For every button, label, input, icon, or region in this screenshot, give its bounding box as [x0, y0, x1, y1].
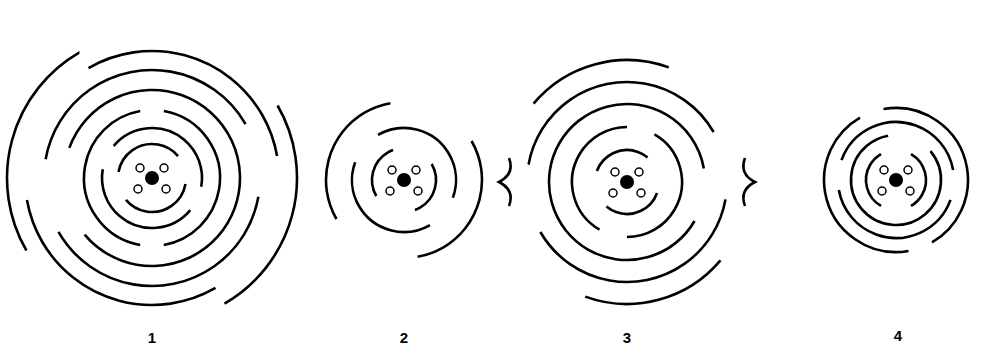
ring-arc [822, 106, 971, 255]
center-dot [620, 175, 634, 189]
small-circle [388, 166, 396, 174]
small-circle [904, 166, 912, 174]
ring-arc [297, 73, 510, 286]
ring-arc [511, 66, 743, 298]
small-circle [611, 168, 619, 176]
ring-arc [586, 141, 668, 223]
figure-number: 4 [894, 328, 902, 343]
ring-cusp [499, 158, 511, 206]
small-circle [414, 187, 422, 195]
small-circle [162, 185, 170, 193]
small-circle [160, 164, 168, 172]
ring-arc [333, 109, 475, 251]
small-circle [635, 168, 643, 176]
ring-arc [27, 53, 277, 303]
small-circle [386, 187, 394, 195]
center-dot [889, 173, 903, 187]
small-circle [880, 166, 888, 174]
ring-arc [39, 65, 265, 291]
small-circle [134, 185, 142, 193]
figure-number: 2 [400, 330, 408, 345]
small-circle [637, 189, 645, 197]
ring-arc [855, 139, 937, 221]
small-circle [609, 189, 617, 197]
ring-arc [0, 5, 325, 352]
ring-figure [0, 0, 350, 353]
figure-number: 1 [148, 330, 156, 345]
ring-arc [73, 99, 231, 257]
ring-arc [360, 136, 447, 223]
ring-arc [455, 10, 799, 353]
ring-arc [813, 97, 980, 264]
small-circle [906, 187, 914, 195]
ring-arc [552, 107, 702, 257]
ring-arc [0, 0, 350, 353]
figure-number: 3 [623, 330, 631, 345]
ring-figure [297, 73, 510, 286]
ring-figure [455, 10, 799, 353]
ring-arc [113, 139, 192, 218]
center-dot [397, 173, 411, 187]
small-circle [136, 164, 144, 172]
small-circle [878, 187, 886, 195]
ring-arc [833, 117, 960, 244]
ring-cusp [743, 158, 755, 206]
ring-arc [520, 75, 733, 288]
small-circle [412, 166, 420, 174]
ring-arc [82, 108, 223, 249]
ring-figure [813, 97, 980, 264]
center-dot [145, 171, 159, 185]
